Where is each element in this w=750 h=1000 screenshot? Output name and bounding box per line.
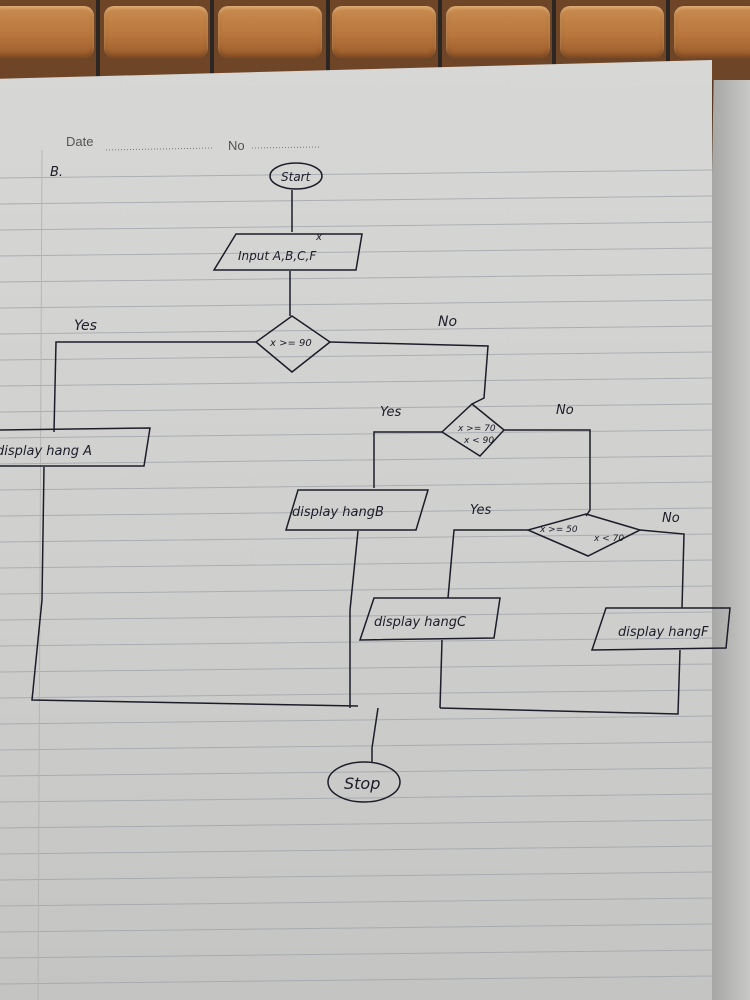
- decision2-yes-label: Yes: [380, 405, 402, 420]
- output-a-shape: [0, 427, 151, 467]
- connector-decision1-yes: [53, 341, 256, 433]
- decision3-label-1: x >= 50: [539, 525, 578, 535]
- date-line: [105, 147, 215, 151]
- connector-a-stop: [31, 466, 359, 707]
- connector-decision1-no: [329, 341, 489, 405]
- input-label: Input A,B,C,F: [238, 249, 317, 263]
- connector-decision3-yes: [447, 529, 528, 599]
- output-c-shape: [358, 597, 501, 641]
- input-shape: [212, 233, 363, 271]
- decision2-label-2: x < 90: [463, 436, 494, 446]
- decision2-diamond: [440, 403, 506, 457]
- output-f-label: display hangF: [618, 625, 709, 640]
- connector-c-stop: [439, 639, 443, 709]
- input-var-label: x: [315, 232, 322, 243]
- output-f-shape: [590, 607, 731, 651]
- ruled-lines: [0, 149, 713, 1000]
- output-a-label: display hang A: [0, 444, 92, 459]
- no-line: [251, 146, 321, 149]
- decision1-diamond: [254, 315, 332, 373]
- output-b-shape: [284, 489, 430, 531]
- connector-decision2-no: [504, 429, 591, 517]
- decision3-no-label: No: [662, 511, 680, 526]
- decision2-label-1: x >= 70: [457, 424, 496, 434]
- margin-note: B.: [50, 165, 63, 180]
- connector-decision3-no: [639, 529, 685, 609]
- start-terminal: [269, 162, 323, 190]
- output-c-label: display hangC: [374, 615, 467, 630]
- stop-label: Stop: [344, 774, 380, 793]
- decision1-no-label: No: [438, 314, 457, 330]
- output-b-label: display hangB: [292, 505, 384, 520]
- stop-terminal: [327, 761, 401, 803]
- bamboo-mat-background: [0, 0, 750, 80]
- connector-merge-stop: [371, 707, 379, 762]
- decision2-no-label: No: [556, 403, 574, 418]
- start-label: Start: [281, 170, 312, 184]
- connector-f-stop: [439, 649, 681, 715]
- decision1-label: x >= 90: [269, 338, 312, 349]
- date-label: Date: [66, 134, 93, 149]
- connector-decision2-yes: [373, 431, 442, 488]
- connector-b-stop: [349, 530, 359, 708]
- decision1-yes-label: Yes: [74, 318, 97, 334]
- no-label: No: [228, 138, 245, 153]
- decision3-label-2: x < 70: [593, 534, 624, 544]
- decision3-diamond: [525, 513, 643, 557]
- decision3-yes-label: Yes: [470, 503, 492, 518]
